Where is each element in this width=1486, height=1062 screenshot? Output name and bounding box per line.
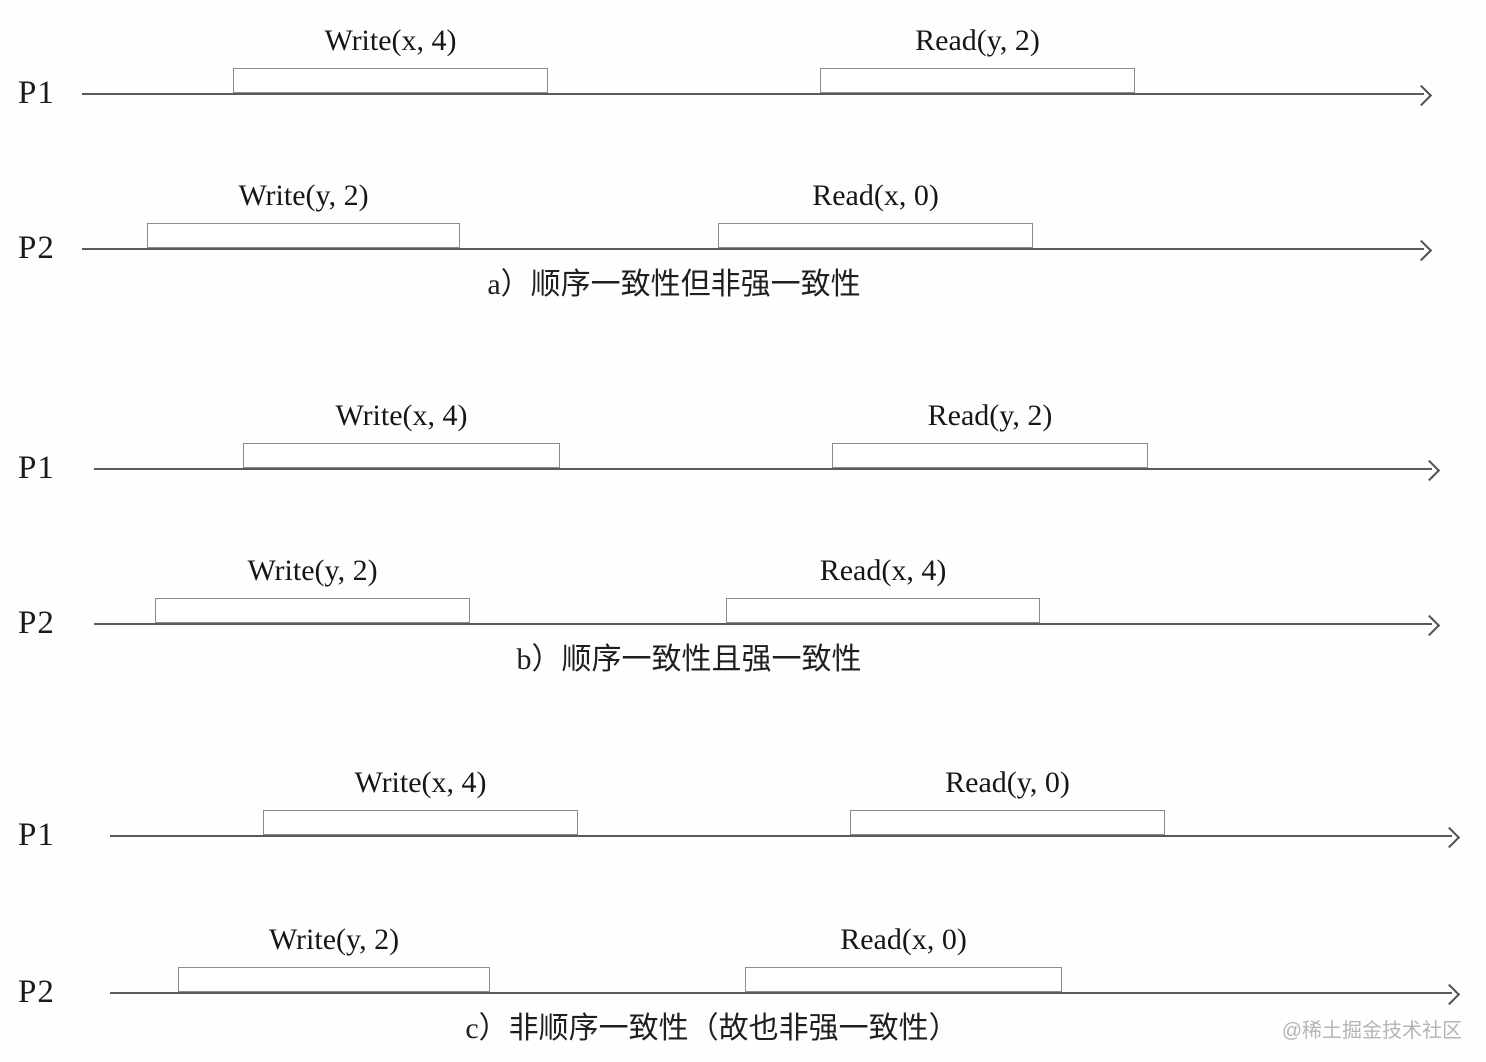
operation: Read(x, 4) [726, 552, 1040, 623]
operation: Write(x, 4) [233, 22, 548, 93]
arrow-head-icon [1418, 614, 1441, 637]
timeline [110, 835, 1452, 837]
process-label: P1 [18, 450, 55, 486]
operation-box [726, 598, 1040, 623]
arrow-head-icon [1438, 826, 1461, 849]
operation: Write(y, 2) [147, 177, 460, 248]
operation-label: Write(y, 2) [247, 554, 378, 587]
operation: Write(x, 4) [243, 397, 560, 468]
section-a-caption: a）顺序一致性但非强一致性 [487, 268, 861, 301]
operation: Read(x, 0) [745, 921, 1062, 992]
timeline [82, 93, 1424, 95]
process-label: P2 [18, 230, 55, 266]
section-c-caption: c）非顺序一致性（故也非强一致性） [465, 1012, 959, 1045]
operation-label: Write(x, 4) [335, 399, 468, 432]
timeline [82, 248, 1424, 250]
arrow-head-icon [1410, 84, 1433, 107]
operation-label: Read(y, 2) [915, 24, 1040, 57]
operation-box [745, 967, 1062, 992]
operation: Write(y, 2) [155, 552, 470, 623]
process-label: P1 [18, 75, 55, 111]
operation-box [243, 443, 560, 468]
operation: Write(y, 2) [178, 921, 490, 992]
operation-label: Read(x, 4) [819, 554, 947, 587]
arrow-head-icon [1438, 983, 1461, 1006]
process-label: P1 [18, 817, 55, 853]
timeline [110, 992, 1452, 994]
operation-box [233, 68, 548, 93]
timeline [94, 623, 1432, 625]
process-label: P2 [18, 605, 55, 641]
operation: Read(x, 0) [718, 177, 1033, 248]
operation: Read(y, 2) [832, 397, 1148, 468]
operation-box [850, 810, 1165, 835]
operation-label: Write(x, 4) [324, 24, 457, 57]
operation: Write(x, 4) [263, 764, 578, 835]
operation-box [147, 223, 460, 248]
operation-label: Write(x, 4) [354, 766, 487, 799]
arrow-head-icon [1418, 459, 1441, 482]
section-b-caption: b）顺序一致性且强一致性 [516, 643, 862, 676]
operation-box [178, 967, 490, 992]
arrow-head-icon [1410, 239, 1433, 262]
process-label: P2 [18, 974, 55, 1010]
operation-label: Read(x, 0) [812, 179, 939, 212]
operation-box [718, 223, 1033, 248]
operation: Read(y, 2) [820, 22, 1135, 93]
timeline [94, 468, 1432, 470]
operation-label: Write(y, 2) [268, 923, 400, 956]
operation-box [155, 598, 470, 623]
operation-label: Write(y, 2) [238, 179, 369, 212]
operation-label: Read(y, 2) [927, 399, 1053, 432]
operation-box [820, 68, 1135, 93]
operation-label: Read(x, 0) [840, 923, 967, 956]
operation-label: Read(y, 0) [945, 766, 1070, 799]
operation-box [832, 443, 1148, 468]
operation-box [263, 810, 578, 835]
operation: Read(y, 0) [850, 764, 1165, 835]
watermark: @稀土掘金技术社区 [1281, 1020, 1462, 1042]
